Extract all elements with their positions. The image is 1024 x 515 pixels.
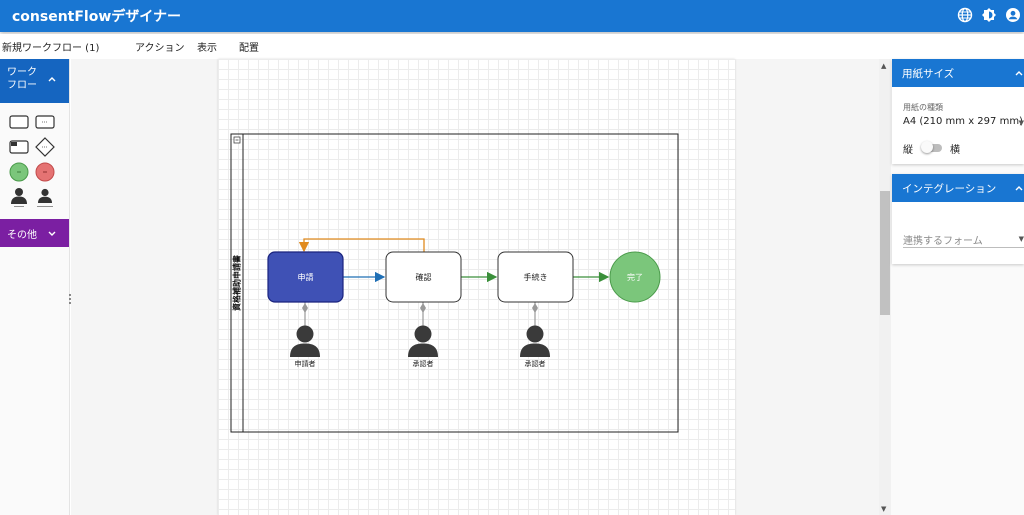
paper-size-header[interactable]: 用紙サイズ <box>892 59 1024 87</box>
app-bar: consentFlowデザイナー <box>0 0 1024 32</box>
globe-icon[interactable] <box>957 7 973 23</box>
chevron-down-icon <box>48 231 56 236</box>
scroll-down-icon[interactable]: ▼ <box>881 505 887 513</box>
paper-size-title: 用紙サイズ <box>902 68 955 80</box>
select-underline <box>903 247 1024 248</box>
diagram-paper: 資格補助申請書 申請 確認 手続き <box>218 59 735 515</box>
chevron-up-icon <box>1015 186 1023 191</box>
gateway-diamond-icon[interactable] <box>34 136 56 158</box>
menu-arrange[interactable]: 配置 <box>239 43 259 54</box>
end-circle-icon[interactable] <box>34 161 56 183</box>
shape-palette: ワーク フロー その他 <box>0 59 70 515</box>
actor-approver[interactable]: 承認者 <box>520 325 550 369</box>
scrollbar-thumb[interactable] <box>880 191 890 315</box>
actor-link-diamond <box>420 303 426 313</box>
diagram-canvas[interactable]: 資格補助申請書 申請 確認 手続き <box>71 59 879 515</box>
chevron-up-icon <box>1015 71 1023 76</box>
actor-applicant[interactable]: 申請者 <box>290 325 320 369</box>
menu-action[interactable]: アクション <box>135 43 185 54</box>
paper-type-label: 用紙の種類 <box>903 103 943 112</box>
workflow-diagram: 資格補助申請書 申請 確認 手続き <box>230 133 679 433</box>
dropdown-arrow-icon[interactable]: ▼ <box>1018 235 1024 243</box>
menu-bar: 新規ワークフロー (1) アクション 表示 配置 <box>0 34 1024 58</box>
properties-panel: 用紙サイズ 用紙の種類 A4 (210 mm x 297 mm) ▼ 縦 横 イ… <box>891 59 1024 515</box>
menu-view[interactable]: 表示 <box>197 43 217 54</box>
linked-form-select[interactable]: 連携するフォーム <box>903 236 983 247</box>
integration-title: インテグレーション <box>902 183 997 195</box>
document-title[interactable]: 新規ワークフロー (1) <box>2 43 100 54</box>
actor-label: 承認者 <box>525 359 546 368</box>
other-section-header[interactable]: その他 <box>0 219 69 247</box>
canvas-scrollbar[interactable]: ▲ ▼ <box>879 59 891 515</box>
integration-card: インテグレーション 連携するフォーム ▼ <box>892 174 1024 264</box>
orientation-toggle[interactable] <box>921 141 933 153</box>
node-apply[interactable]: 申請 <box>267 251 344 303</box>
workflow-section-header[interactable]: ワーク フロー <box>0 59 69 103</box>
actor-label: 申請者 <box>295 359 316 368</box>
app-title: consentFlowデザイナー <box>12 9 182 25</box>
node-label: 手続き <box>524 272 548 282</box>
start-circle-icon[interactable] <box>8 161 30 183</box>
panel-resize-handle[interactable] <box>68 290 72 304</box>
node-label: 完了 <box>627 272 643 282</box>
dropdown-arrow-icon[interactable]: ▼ <box>1018 119 1024 127</box>
node-label: 確認 <box>416 272 432 282</box>
landscape-label: 横 <box>950 145 960 156</box>
other-section-label: その他 <box>7 230 37 241</box>
card-task-icon[interactable] <box>8 136 30 158</box>
account-icon[interactable] <box>1005 7 1021 23</box>
orientation-toggle-track[interactable] <box>926 144 942 152</box>
paper-type-select[interactable]: A4 (210 mm x 297 mm) <box>903 116 1023 127</box>
portrait-label: 縦 <box>903 145 913 156</box>
scroll-up-icon[interactable]: ▲ <box>881 62 887 70</box>
node-complete[interactable]: 完了 <box>609 251 661 303</box>
chevron-up-icon <box>48 77 56 82</box>
actor-approver[interactable]: 承認者 <box>408 325 438 369</box>
task-rectangle-icon[interactable] <box>8 111 30 133</box>
pool-frame[interactable] <box>230 133 679 433</box>
actor-link-diamond <box>302 303 308 313</box>
integration-header[interactable]: インテグレーション <box>892 174 1024 202</box>
actor-icon[interactable] <box>8 186 30 208</box>
actor-link-diamond <box>532 303 538 313</box>
theme-contrast-icon[interactable] <box>981 7 997 23</box>
workflow-section-label: ワーク フロー <box>7 67 37 91</box>
node-procedure[interactable]: 手続き <box>497 251 574 303</box>
subprocess-rectangle-icon[interactable] <box>34 111 56 133</box>
node-confirm[interactable]: 確認 <box>385 251 462 303</box>
pool-label: 資格補助申請書 <box>232 255 242 311</box>
node-label: 申請 <box>298 272 314 282</box>
actor-label: 承認者 <box>413 359 434 368</box>
actor-group-icon[interactable] <box>34 186 56 208</box>
return-arrow[interactable] <box>298 238 425 253</box>
paper-size-card: 用紙サイズ 用紙の種類 A4 (210 mm x 297 mm) ▼ 縦 横 <box>892 59 1024 164</box>
